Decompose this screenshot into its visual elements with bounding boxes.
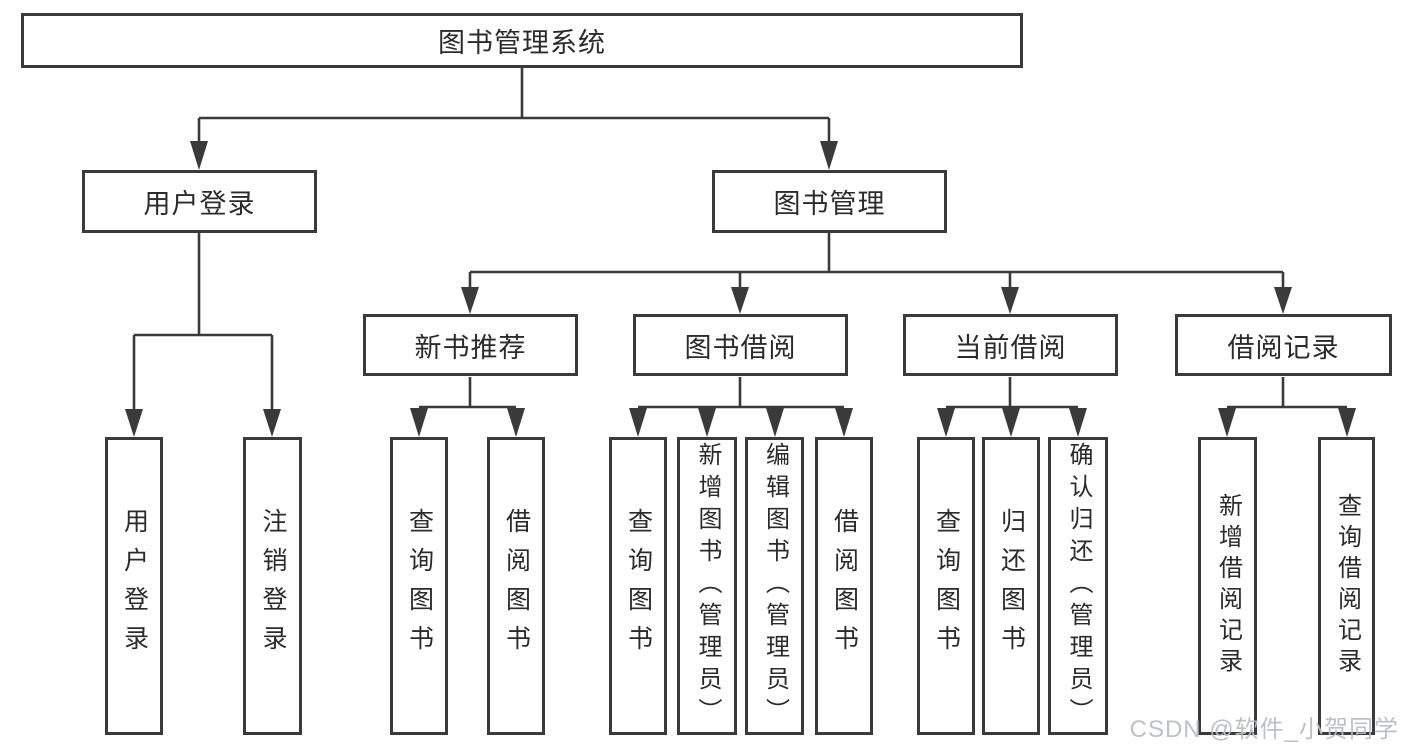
leaf-logout-login-label: 注销登录 (259, 508, 287, 664)
leaf-confirm-return-admin: 确认归还（管理员） (1048, 437, 1108, 735)
node-user-login-group: 用户登录 (82, 170, 317, 233)
leaf-query-borrow-record-label: 查询借阅记录 (1333, 493, 1361, 679)
leaf-query-borrow-record: 查询借阅记录 (1318, 437, 1375, 735)
node-current-borrowing-label: 当前借阅 (954, 332, 1067, 363)
leaf-logout-login: 注销登录 (243, 437, 302, 735)
node-current-borrowing: 当前借阅 (903, 314, 1118, 376)
leaf-query-books-recommend: 查询图书 (390, 437, 448, 735)
leaf-add-books-admin-label: 新增图书（管理员） (694, 442, 721, 730)
leaf-query-books-borrowing-label: 查询图书 (624, 508, 653, 664)
leaf-add-books-admin: 新增图书（管理员） (677, 437, 737, 735)
leaf-query-books-current-label: 查询图书 (932, 508, 961, 664)
leaf-query-books-borrowing: 查询图书 (609, 437, 667, 735)
leaf-add-borrow-record-label: 新增借阅记录 (1214, 493, 1242, 679)
leaf-edit-books-admin-label: 编辑图书（管理员） (761, 442, 789, 730)
node-book-borrowing-label: 图书借阅 (684, 332, 797, 363)
leaf-edit-books-admin: 编辑图书（管理员） (745, 437, 804, 735)
leaf-borrow-books-label: 借阅图书 (830, 508, 859, 664)
watermark: CSDN @软件_小贺同学 (1129, 716, 1399, 743)
node-book-management: 图书管理 (712, 170, 947, 233)
leaf-borrow-books-recommend-label: 借阅图书 (502, 508, 531, 664)
node-new-book-recommend: 新书推荐 (363, 314, 578, 376)
node-book-borrowing: 图书借阅 (633, 314, 848, 376)
node-library-system-label: 图书管理系统 (438, 28, 606, 58)
node-book-management-label: 图书管理 (773, 189, 886, 219)
leaf-add-borrow-record: 新增借阅记录 (1198, 437, 1257, 735)
leaf-query-books-recommend-label: 查询图书 (405, 508, 434, 664)
node-new-book-recommend-label: 新书推荐 (414, 332, 527, 363)
leaf-user-login: 用户登录 (105, 437, 163, 735)
leaf-confirm-return-admin-label: 确认归还（管理员） (1065, 442, 1092, 730)
leaf-user-login-label: 用户登录 (120, 508, 149, 664)
node-library-system: 图书管理系统 (21, 13, 1023, 68)
node-borrowing-records: 借阅记录 (1175, 314, 1392, 376)
leaf-query-books-current: 查询图书 (917, 437, 975, 735)
leaf-return-books-label: 归还图书 (997, 508, 1026, 664)
leaf-return-books: 归还图书 (982, 437, 1040, 735)
leaf-borrow-books-recommend: 借阅图书 (487, 437, 545, 735)
leaf-borrow-books: 借阅图书 (815, 437, 873, 735)
node-borrowing-records-label: 借阅记录 (1227, 332, 1340, 363)
node-user-login-group-label: 用户登录 (143, 189, 256, 219)
